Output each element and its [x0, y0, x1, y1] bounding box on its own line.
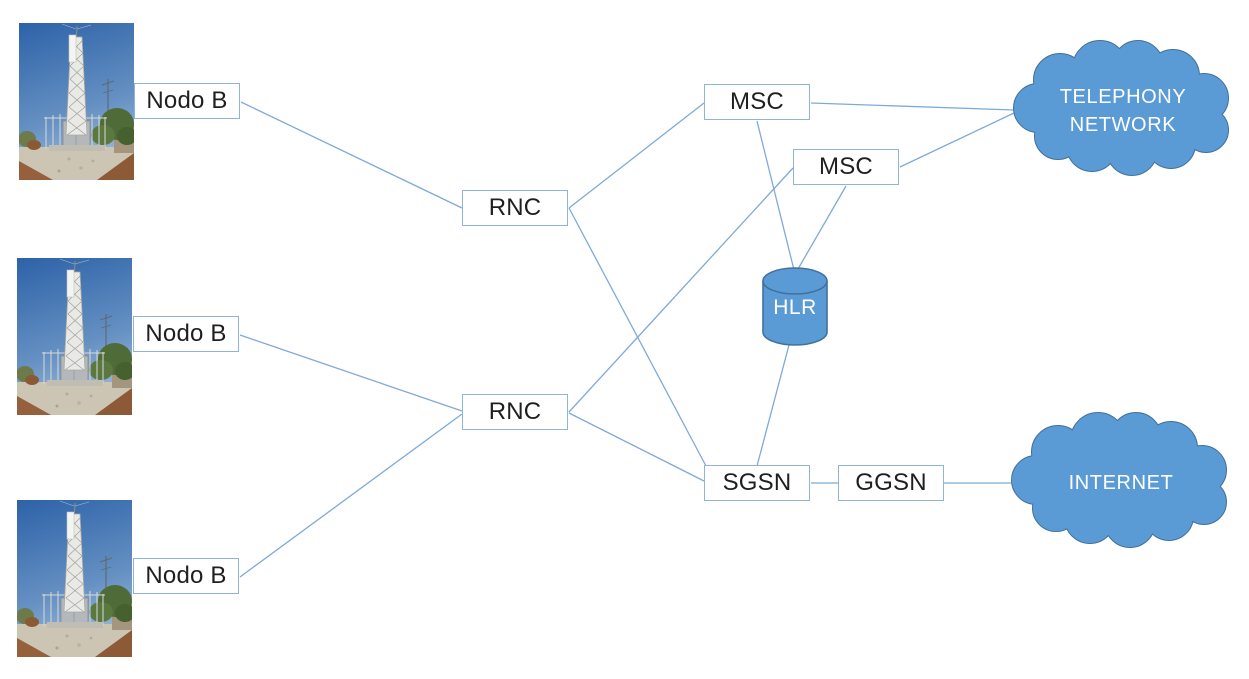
sgsn-box: SGSN: [704, 465, 810, 501]
cell-tower-photo-3: [17, 500, 132, 657]
cell-tower-photo-2: [17, 258, 132, 415]
internet-cloud: INTERNET: [1006, 410, 1236, 555]
telephony-network-label: TELEPHONY NETWORK: [1008, 38, 1238, 183]
hlr-label: HLR: [773, 296, 817, 319]
telephony-line2: NETWORK: [1069, 113, 1177, 136]
internet-line1: INTERNET: [1068, 471, 1174, 494]
ggsn-box: GGSN: [838, 465, 944, 501]
hlr-cylinder: HLR: [760, 266, 830, 348]
rnc-box-1: RNC: [462, 190, 568, 226]
nodob-box-1: Nodo B: [134, 83, 240, 119]
cell-tower-photo-1: [19, 23, 134, 180]
rnc-box-2: RNC: [462, 394, 568, 430]
nodob-box-3: Nodo B: [133, 558, 239, 594]
telephony-network-cloud: TELEPHONY NETWORK: [1008, 38, 1238, 183]
telephony-line1: TELEPHONY: [1059, 85, 1187, 108]
internet-label: INTERNET: [1006, 410, 1236, 555]
msc-box-2: MSC: [793, 149, 899, 185]
nodob-box-2: Nodo B: [133, 316, 239, 352]
msc-box-1: MSC: [704, 84, 810, 120]
